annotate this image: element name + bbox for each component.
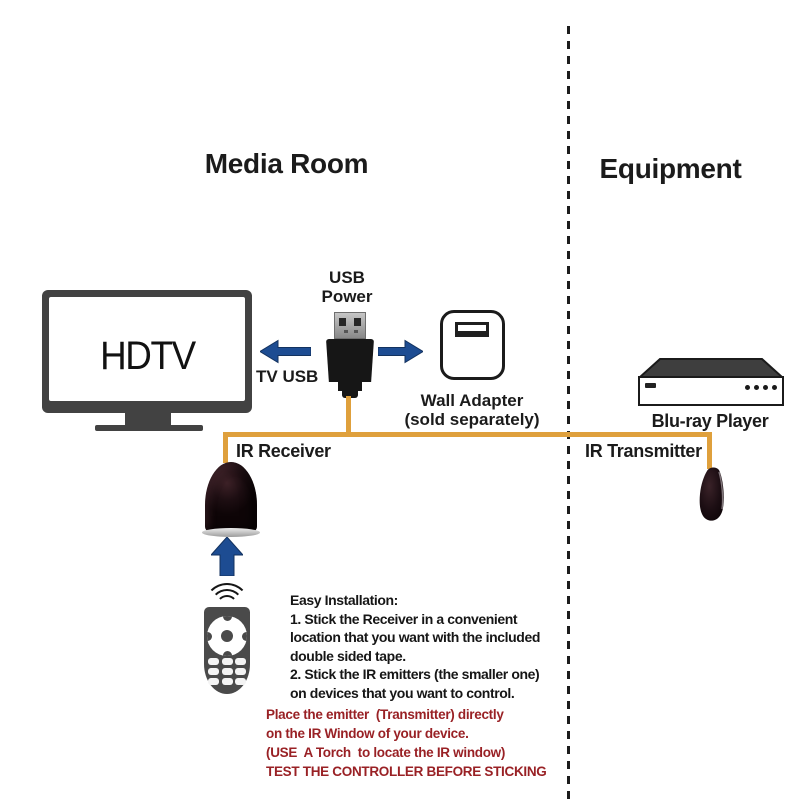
usb-power-label: USB Power	[321, 268, 373, 306]
bluray-player-top-icon	[638, 358, 784, 378]
equipment-zone-title: Equipment	[599, 153, 742, 184]
bluray-indicator-dot	[745, 385, 750, 390]
media-room-zone-title: Media Room	[204, 148, 369, 179]
bluray-indicator-dot	[763, 385, 768, 390]
dpad-notch	[242, 631, 247, 641]
usb-connector-body	[326, 339, 374, 382]
usb-cable	[346, 396, 351, 436]
usb-pin	[354, 318, 361, 326]
usb-contact	[354, 330, 358, 333]
ir-receiver-label: IR Receiver	[236, 441, 331, 461]
extension-cable-horizontal	[223, 432, 712, 437]
hdtv-stand-base	[95, 425, 203, 431]
remote-button	[208, 668, 219, 675]
usb-connector-strain-relief	[338, 381, 362, 391]
arrow-left-icon	[260, 339, 311, 364]
bluray-indicator-dot	[754, 385, 759, 390]
placement-warning-text: Place the emitter (Transmitter) directly…	[266, 707, 547, 779]
hdtv-screen: HDTV	[49, 297, 245, 401]
ir-receiver-icon	[205, 462, 257, 532]
dpad-notch	[222, 651, 232, 656]
remote-control-icon	[204, 607, 250, 694]
wall-adapter-usb-port	[455, 322, 489, 337]
cable-to-ir-receiver	[223, 432, 228, 463]
remote-button	[235, 668, 246, 675]
bluray-disc-slot	[645, 383, 656, 388]
bluray-indicator-dot	[772, 385, 777, 390]
wall-adapter-icon	[440, 310, 505, 380]
dpad-notch	[207, 631, 212, 641]
tv-usb-label: TV USB	[256, 367, 319, 386]
wall-adapter-usb-port-slot	[458, 325, 486, 331]
ir-transmitter-icon	[699, 467, 724, 521]
instructions-heading: Easy Installation:	[290, 592, 398, 608]
dpad-center-button	[221, 630, 233, 642]
ir-transmitter-label: IR Transmitter	[585, 441, 702, 461]
usb-connector-icon	[334, 312, 366, 339]
installation-instructions: Easy Installation: 1. Stick the Receiver…	[290, 591, 590, 702]
remote-button	[221, 668, 233, 675]
usb-pin	[339, 318, 346, 326]
remote-button	[235, 658, 246, 665]
remote-button	[208, 678, 219, 685]
zone-divider-dashed-line	[567, 26, 570, 800]
usb-contact	[344, 330, 348, 333]
instructions-steps: 1. Stick the Receiver in a convenient lo…	[290, 610, 541, 701]
hdtv-illustration: HDTV	[42, 290, 252, 413]
dpad-notch	[222, 616, 232, 621]
bluray-player-label: Blu-ray Player	[651, 411, 769, 431]
ir-receiver-base-rim	[202, 528, 260, 537]
remote-button	[221, 658, 233, 665]
remote-dpad	[207, 616, 247, 656]
remote-button	[208, 658, 219, 665]
arrow-up-icon	[211, 537, 243, 576]
bluray-player-icon	[638, 376, 784, 406]
wall-adapter-label: Wall Adapter (sold separately)	[392, 391, 552, 429]
remote-button	[235, 678, 246, 685]
usb-connector-strain-relief-tip	[342, 391, 358, 398]
wall-adapter-name: Wall Adapter	[420, 391, 524, 410]
cable-to-ir-transmitter	[707, 432, 712, 469]
arrow-right-icon	[378, 339, 423, 364]
wall-adapter-note: (sold separately)	[404, 410, 540, 429]
hdtv-label: HDTV	[99, 333, 196, 378]
ir-signal-arc	[204, 583, 250, 629]
remote-button	[221, 678, 233, 685]
hdtv-stand-neck	[125, 412, 171, 425]
